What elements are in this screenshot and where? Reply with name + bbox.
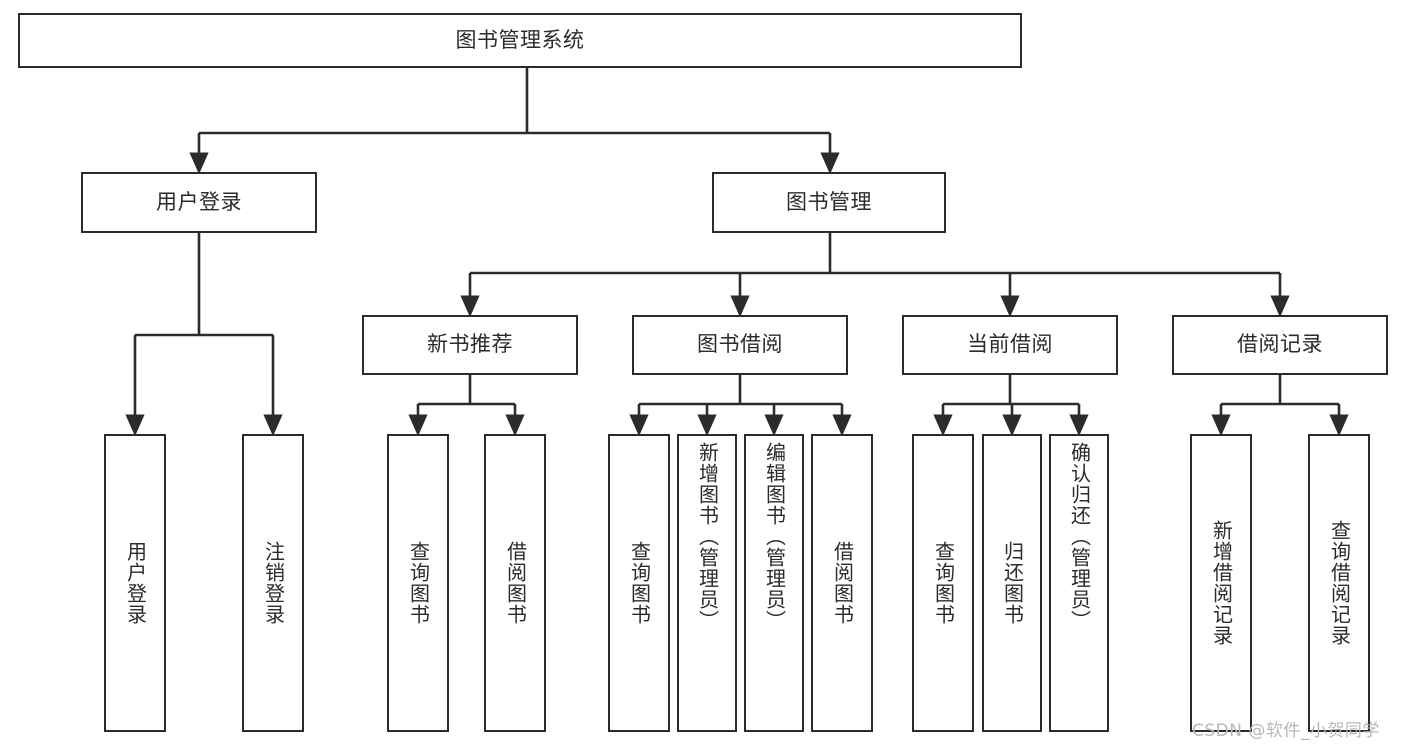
node-label: 借阅图书 [503,541,528,625]
node-user-login[interactable]: 用户登录 [81,172,317,233]
node-label: 归还图书 [1000,541,1025,625]
node-label: 查询图书 [931,541,956,625]
node-leaf-borrow-book-borrowing[interactable]: 借阅图书 [811,434,873,732]
node-label: 查询图书 [406,541,431,625]
node-label: 查询借阅记录 [1327,520,1352,646]
node-label: 新书推荐 [427,332,513,357]
node-leaf-confirm-return-admin[interactable]: 确认归还（管理员） [1049,434,1109,732]
node-new-book-recommendation[interactable]: 新书推荐 [362,315,578,375]
node-leaf-user-login[interactable]: 用户登录 [104,434,166,732]
node-book-management[interactable]: 图书管理 [712,172,946,233]
node-label: 编辑图书（管理员） [762,442,787,631]
node-borrowing-record[interactable]: 借阅记录 [1172,315,1388,375]
node-leaf-add-borrow-record[interactable]: 新增借阅记录 [1190,434,1252,732]
node-leaf-query-book-current[interactable]: 查询图书 [912,434,974,732]
node-leaf-return-book[interactable]: 归还图书 [982,434,1042,732]
node-label: 用户登录 [123,541,148,625]
node-label: 用户登录 [156,189,242,214]
node-book-borrowing[interactable]: 图书借阅 [632,315,848,375]
node-root-system[interactable]: 图书管理系统 [18,13,1022,68]
csdn-watermark: CSDN @软件_小贺同学 [1192,721,1380,741]
node-current-borrowing[interactable]: 当前借阅 [902,315,1118,375]
node-label: 查询图书 [627,541,652,625]
node-leaf-borrow-book-recommendation[interactable]: 借阅图书 [484,434,546,732]
node-label: 确认归还（管理员） [1067,442,1092,631]
node-label: 图书管理系统 [455,27,585,52]
node-label: 借阅记录 [1237,332,1323,357]
node-leaf-logout-login[interactable]: 注销登录 [242,434,304,732]
node-leaf-query-borrow-record[interactable]: 查询借阅记录 [1308,434,1370,732]
node-label: 借阅图书 [830,541,855,625]
node-leaf-query-book-borrowing[interactable]: 查询图书 [608,434,670,732]
node-leaf-query-book-recommendation[interactable]: 查询图书 [387,434,449,732]
node-label: 图书管理 [786,189,872,214]
node-leaf-add-book-admin[interactable]: 新增图书（管理员） [677,434,737,732]
node-label: 图书借阅 [697,332,783,357]
node-label: 当前借阅 [967,332,1053,357]
node-label: 注销登录 [261,541,286,625]
node-leaf-edit-book-admin[interactable]: 编辑图书（管理员） [744,434,804,732]
node-label: 新增图书（管理员） [695,442,720,631]
node-label: 新增借阅记录 [1209,520,1234,646]
